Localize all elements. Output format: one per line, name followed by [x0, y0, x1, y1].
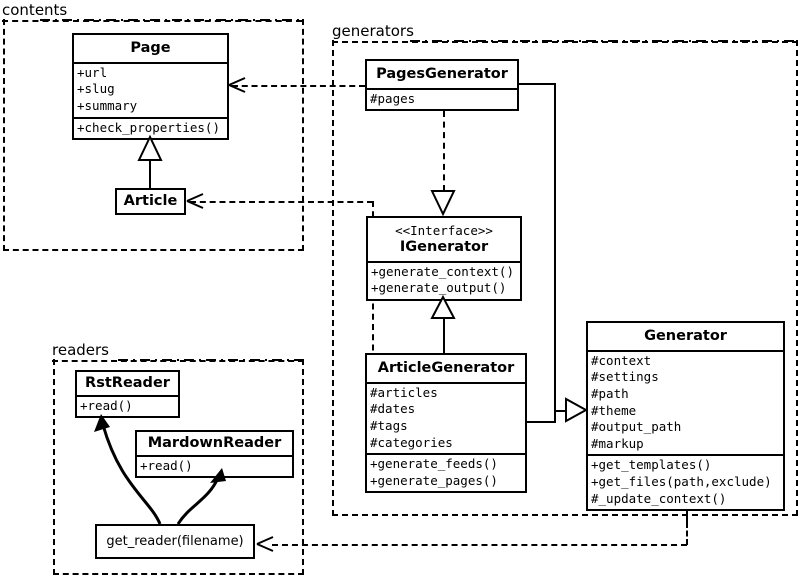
- class-attributes-article-generator: #articles #dates #tags #categories: [367, 381, 525, 454]
- attribute-row: #path: [591, 385, 629, 401]
- operation-row: +generate_pages(): [370, 472, 498, 488]
- operation-row: +get_files(path,exclude): [591, 474, 772, 490]
- package-label-generators: generators: [332, 22, 414, 40]
- attribute-row: #output_path: [591, 419, 682, 435]
- class-operations-page: +check_properties(): [74, 116, 227, 139]
- attribute-row: #pages: [370, 90, 416, 106]
- dependency-pagesgenerator-to-page: [232, 85, 365, 87]
- package-label-underline-contents: [2, 20, 302, 22]
- attribute-row: #categories: [370, 434, 453, 450]
- attribute-row: #settings: [591, 369, 659, 385]
- realization-pagesgenerator-to-igenerator: [443, 111, 445, 191]
- class-box-page[interactable]: Page +url +slug +summary +check_properti…: [72, 33, 229, 141]
- class-name-igenerator: IGenerator: [399, 239, 489, 255]
- generalization-articlegenerator-to-igenerator: [443, 317, 445, 356]
- class-operations-igenerator: +generate_context() +generate_output(): [368, 260, 520, 299]
- generalization-articlegenerator-to-generator-h: [527, 421, 556, 423]
- class-operations-rst-reader: +read(): [77, 394, 178, 417]
- package-label-underline-readers: [52, 360, 304, 362]
- attribute-row: +slug: [77, 81, 115, 97]
- operation-row: +generate_output(): [371, 280, 507, 296]
- class-box-article-generator[interactable]: ArticleGenerator #articles #dates #tags …: [365, 353, 527, 494]
- class-attributes-pages-generator: #pages: [367, 87, 517, 110]
- function-box-get-reader[interactable]: get_reader(filename): [95, 524, 255, 559]
- class-box-generator[interactable]: Generator #context #settings #path #them…: [586, 321, 785, 512]
- generalization-pagesgenerator-to-generator-h2: [554, 410, 568, 412]
- class-box-mardown-reader[interactable]: MardownReader +read(): [135, 430, 294, 479]
- class-box-rst-reader[interactable]: RstReader +read(): [75, 370, 180, 419]
- package-frame-generators: [332, 40, 798, 516]
- operation-row: +read(): [140, 457, 193, 473]
- class-name-article: Article: [123, 193, 178, 209]
- class-name-page: Page: [130, 40, 171, 56]
- attribute-row: #theme: [591, 402, 637, 418]
- class-box-igenerator[interactable]: <<Interface>> IGenerator +generate_conte…: [366, 216, 522, 301]
- class-operations-mardown-reader: +read(): [137, 454, 292, 477]
- attribute-row: +url: [77, 64, 108, 80]
- class-name-article-generator: ArticleGenerator: [377, 360, 515, 376]
- attribute-row: #markup: [591, 435, 644, 451]
- generalization-pagesgenerator-to-generator-v: [554, 83, 556, 411]
- class-stereotype-igenerator: <<Interface>>: [395, 223, 493, 238]
- package-label-underline-generators: [332, 41, 798, 43]
- class-attributes-generator: #context #settings #path #theme #output_…: [588, 349, 783, 455]
- operation-row: +get_templates(): [591, 457, 712, 473]
- operation-row: +generate_context(): [371, 263, 514, 279]
- class-operations-generator: +get_templates() +get_files(path,exclude…: [588, 454, 783, 509]
- generalization-pagesgenerator-to-generator-h: [518, 83, 555, 85]
- attribute-row: #tags: [370, 417, 408, 433]
- class-operations-article-generator: +generate_feeds() +generate_pages(): [367, 453, 525, 491]
- class-name-generator: Generator: [644, 328, 727, 344]
- dependency-generator-to-getreader-h: [272, 544, 687, 546]
- package-label-readers: readers: [52, 341, 109, 359]
- attribute-row: #articles: [370, 384, 438, 400]
- operation-row: +check_properties(): [77, 119, 220, 135]
- class-name-mardown-reader: MardownReader: [147, 435, 282, 451]
- attribute-row: #context: [591, 352, 652, 368]
- attribute-row: #dates: [370, 401, 416, 417]
- dependency-articlegenerator-to-article-h: [190, 201, 373, 203]
- class-box-article[interactable]: Article: [115, 188, 186, 215]
- class-name-rst-reader: RstReader: [85, 375, 170, 391]
- package-frame-readers: [53, 359, 304, 575]
- class-attributes-page: +url +slug +summary: [74, 61, 227, 117]
- attribute-row: +summary: [77, 97, 138, 113]
- package-label-contents: contents: [2, 1, 68, 19]
- operation-row: +read(): [80, 397, 133, 413]
- operation-row: #_update_context(): [591, 490, 727, 506]
- class-name-pages-generator: PagesGenerator: [376, 66, 508, 82]
- class-box-pages-generator[interactable]: PagesGenerator #pages: [365, 59, 519, 112]
- operation-row: +generate_feeds(): [370, 456, 498, 472]
- function-label-get-reader: get_reader(filename): [106, 534, 244, 549]
- dependency-generator-to-getreader-v: [686, 522, 688, 545]
- package-frame-contents: [3, 19, 304, 251]
- generalization-articlegenerator-to-generator-v: [554, 410, 556, 422]
